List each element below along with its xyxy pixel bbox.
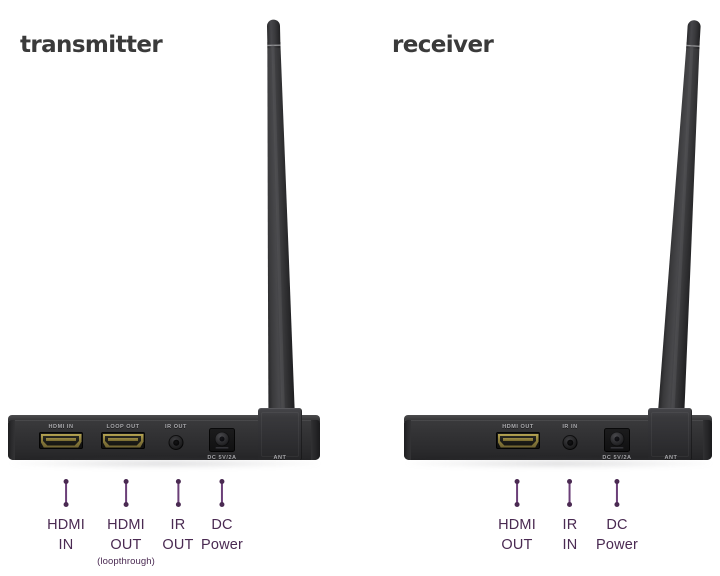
callout-connector-line <box>177 481 179 505</box>
callout-line-1: IR <box>170 517 186 533</box>
device-top-face <box>8 415 320 422</box>
transmitter-callout-ir-out: IR OUT <box>162 481 193 555</box>
transmitter-antenna-mount <box>258 408 302 460</box>
device-left-edge <box>404 420 411 460</box>
callout-line-1: HDMI <box>498 517 536 533</box>
transmitter-ir-out-port[interactable] <box>168 435 184 450</box>
hdmi-cavity <box>500 436 536 446</box>
hdmi-cavity <box>43 436 79 446</box>
receiver-callout-hdmi-out: HDMI OUT <box>498 481 536 555</box>
transmitter-silk-ir-out: IR OUT <box>165 424 187 430</box>
transmitter-callout-dc-power: DC Power <box>201 481 243 555</box>
transmitter-silk-dc-5v-2a: DC 5V/2A <box>207 455 237 461</box>
callout-line-2: IN <box>562 537 578 553</box>
receiver-silk-dc-5v-2a: DC 5V/2A <box>602 455 632 461</box>
receiver-antenna <box>638 7 720 434</box>
callout-label: HDMI OUT (loopthrough) <box>97 515 155 568</box>
callout-line-2: OUT <box>110 537 142 553</box>
receiver-callout-ir-in: IR IN <box>563 481 578 555</box>
callout-line-1: HDMI <box>47 517 85 533</box>
receiver-antenna-mount <box>648 408 692 460</box>
transmitter-dc-power-port[interactable] <box>209 428 235 452</box>
callout-label: HDMI OUT <box>498 515 536 555</box>
transmitter-ground-shadow <box>10 459 320 468</box>
receiver-callout-dc-power: DC Power <box>596 481 638 555</box>
hdmi-tongue <box>108 437 138 441</box>
callout-connector-line <box>220 481 223 505</box>
transmitter-silk-ant: ANT <box>273 455 287 461</box>
receiver-silk-ant: ANT <box>664 455 678 461</box>
callout-connector-line <box>569 481 571 505</box>
callout-line-2: OUT <box>162 537 194 553</box>
callout-line-1: DC <box>606 517 628 533</box>
transmitter-callout-hdmi-out: HDMI OUT (loopthrough) <box>97 481 155 568</box>
device-right-edge <box>311 420 320 460</box>
callout-label: DC Power <box>596 515 638 555</box>
callout-label: IR OUT <box>162 515 193 555</box>
transmitter-loop-out-port[interactable] <box>101 432 145 449</box>
device-left-edge <box>8 420 15 460</box>
callout-sublabel: (loopthrough) <box>97 556 155 567</box>
callout-connector-line <box>125 481 127 505</box>
dc-keyway <box>215 446 229 449</box>
receiver-title: receiver <box>392 32 494 58</box>
callout-line-1: IR <box>562 517 578 533</box>
dc-keyway <box>610 446 624 449</box>
callout-label: IR IN <box>563 515 578 555</box>
transmitter-title: transmitter <box>20 32 163 58</box>
receiver-silk-ir-in: IR IN <box>562 424 578 430</box>
callout-connector-line <box>515 481 518 505</box>
transmitter-silk-loop-out: LOOP OUT <box>106 424 140 430</box>
receiver-dc-power-port[interactable] <box>604 428 630 452</box>
callout-line-2: Power <box>595 537 639 553</box>
device-right-edge <box>703 420 712 460</box>
callout-line-1: DC <box>211 517 233 533</box>
hdmi-tongue <box>503 437 533 441</box>
callout-label: DC Power <box>201 515 243 555</box>
callout-connector-line <box>615 481 618 505</box>
transmitter-antenna <box>241 7 314 433</box>
receiver-hdmi-out-port[interactable] <box>496 432 540 449</box>
transmitter-hdmi-in-port[interactable] <box>39 432 83 449</box>
receiver-ir-in-port[interactable] <box>562 435 578 450</box>
callout-line-1: HDMI <box>107 517 145 533</box>
transmitter-silk-hdmi-in: HDMI IN <box>48 424 74 430</box>
callout-line-2: IN <box>58 537 74 553</box>
hdmi-tongue <box>46 437 76 441</box>
callout-line-2: OUT <box>501 537 533 553</box>
device-top-face <box>404 415 712 422</box>
callout-line-2: Power <box>200 537 244 553</box>
hdmi-cavity <box>105 436 141 446</box>
callout-connector-line <box>64 481 67 505</box>
receiver-ground-shadow <box>406 459 712 468</box>
callout-label: HDMI IN <box>47 515 85 555</box>
receiver-silk-hdmi-out: HDMI OUT <box>502 424 534 430</box>
transmitter-callout-hdmi-in: HDMI IN <box>47 481 85 555</box>
